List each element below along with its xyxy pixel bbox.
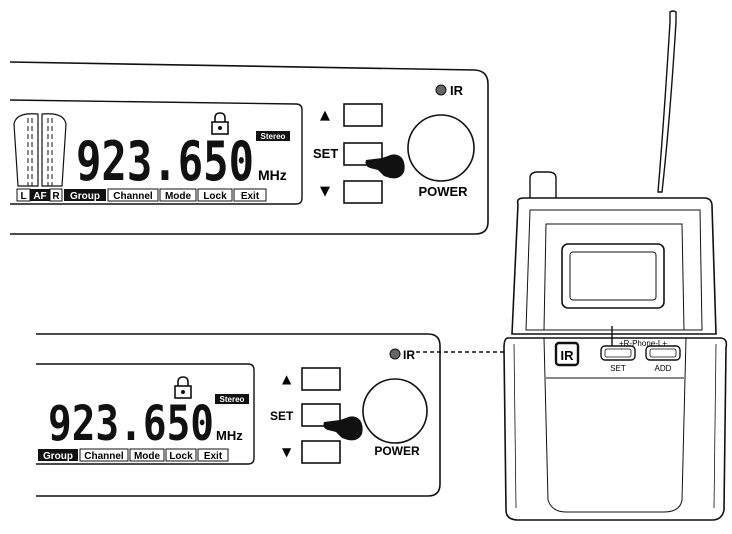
- bodypack-add-label: ADD: [655, 364, 672, 373]
- menu-exit: Exit: [204, 451, 223, 462]
- bodypack-add-button[interactable]: [645, 345, 681, 361]
- frequency-unit: MHz: [258, 167, 287, 183]
- bodypack-ir-label: IR: [561, 348, 575, 363]
- meter-label-right: R: [52, 191, 60, 202]
- up-arrow: ▲: [320, 108, 330, 123]
- ir-led: [435, 84, 447, 96]
- menu-group: Group: [70, 191, 100, 202]
- ir-label: IR: [450, 83, 464, 98]
- stereo-badge: Stereo: [220, 395, 245, 404]
- menu-group: Group: [43, 451, 73, 462]
- down-arrow: ▼: [320, 184, 330, 199]
- audio-meter: [13, 113, 67, 187]
- power-label: POWER: [418, 184, 468, 199]
- down-button[interactable]: [343, 180, 383, 204]
- bodypack-screen: [561, 243, 665, 309]
- meter-label-af: AF: [33, 191, 46, 202]
- frequency-unit: MHz: [216, 428, 243, 443]
- menu-channel: Channel: [113, 191, 153, 202]
- up-button[interactable]: [301, 367, 341, 391]
- up-button[interactable]: [343, 103, 383, 127]
- up-arrow: ▲: [282, 372, 292, 386]
- set-label: SET: [313, 146, 338, 161]
- phone-label: +R-Phone-L+: [619, 339, 667, 348]
- stereo-badge: Stereo: [261, 132, 286, 141]
- lock-icon: [211, 112, 229, 135]
- set-label: SET: [270, 409, 294, 423]
- panel-outline: [36, 333, 441, 497]
- antenna: [657, 10, 677, 193]
- pointing-hand-icon: [365, 154, 405, 179]
- frequency-display: 923.650: [48, 396, 214, 452]
- lock-icon: [174, 376, 192, 399]
- display-window: [9, 99, 303, 205]
- bodypack-set-label: SET: [610, 364, 626, 373]
- meter-label-left: L: [20, 191, 26, 202]
- power-label: POWER: [374, 444, 420, 458]
- body-lower: [503, 337, 728, 521]
- power-button[interactable]: [362, 378, 428, 444]
- menu-exit: Exit: [241, 191, 260, 202]
- down-arrow: ▼: [282, 445, 292, 459]
- bodypack-ir-window: [554, 341, 580, 367]
- bodypack-receiver: IR +R-Phone-L+ SET ADD: [503, 10, 728, 521]
- set-button[interactable]: [301, 403, 341, 427]
- power-button[interactable]: [407, 114, 475, 182]
- ir-label: IR: [403, 348, 415, 362]
- pointing-hand-icon: [323, 416, 363, 441]
- receiver-panel-top: L AF R Group Channel Mode Lock Exit 923.…: [9, 61, 489, 235]
- ir-led: [389, 348, 401, 360]
- belt-clip: [529, 171, 557, 201]
- display-window: [36, 363, 255, 465]
- menu-mode: Mode: [134, 451, 161, 462]
- receiver-panel-bottom: Group Channel Mode Lock Exit 923.650 MHz…: [36, 333, 441, 497]
- down-button[interactable]: [301, 440, 341, 464]
- panel-outline: [9, 61, 489, 235]
- menu-channel: Channel: [84, 451, 124, 462]
- menu-lock: Lock: [203, 191, 227, 202]
- frequency-display: 923.650: [76, 130, 254, 193]
- menu-lock: Lock: [169, 451, 193, 462]
- menu-mode: Mode: [165, 191, 192, 202]
- bodypack-set-button[interactable]: [600, 345, 636, 361]
